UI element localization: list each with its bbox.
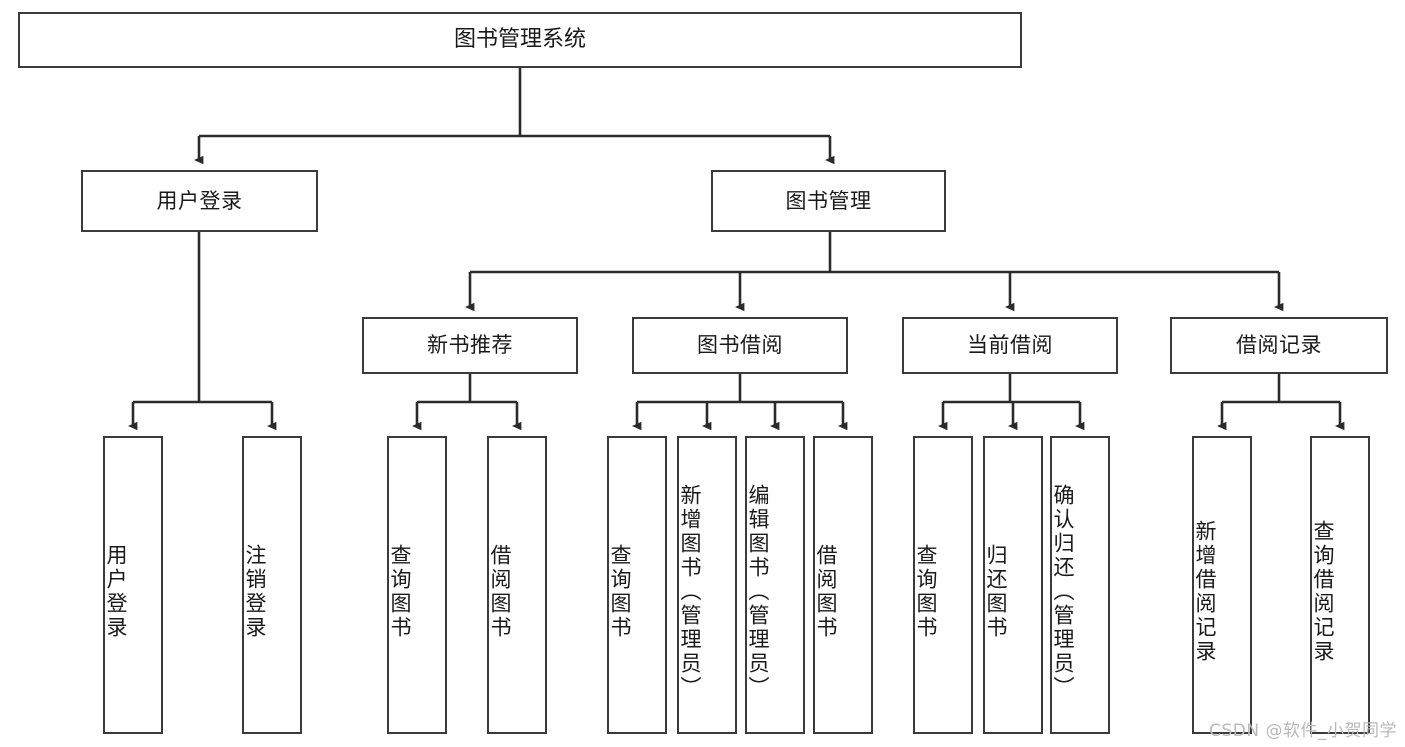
leaf-book-borrow-borrow[interactable]: 借阅图书 [813, 436, 873, 734]
node-borrow-record[interactable]: 借阅记录 [1170, 317, 1388, 374]
node-label: 查询图书 [388, 544, 412, 640]
node-label: 新书推荐 [427, 333, 513, 358]
leaf-current-borrow-query[interactable]: 查询图书 [913, 436, 973, 734]
node-book-management[interactable]: 图书管理 [711, 170, 946, 232]
node-label: 新增图书（管理员） [678, 484, 702, 700]
node-label: 归还图书 [984, 544, 1008, 640]
node-label: 图书管理 [785, 188, 872, 213]
node-label: 借阅图书 [814, 544, 838, 640]
leaf-current-borrow-confirm-return[interactable]: 确认归还（管理员） [1050, 436, 1110, 734]
node-label: 编辑图书（管理员） [746, 484, 770, 700]
leaf-book-borrow-edit[interactable]: 编辑图书（管理员） [745, 436, 805, 734]
leaf-user-login-logout[interactable]: 注销登录 [242, 436, 302, 734]
node-label: 查询图书 [914, 544, 938, 640]
leaf-new-book-borrow[interactable]: 借阅图书 [487, 436, 547, 734]
node-label: 图书管理系统 [453, 27, 586, 53]
node-label: 借阅图书 [488, 544, 512, 640]
leaf-current-borrow-return[interactable]: 归还图书 [983, 436, 1043, 734]
leaf-new-book-query[interactable]: 查询图书 [387, 436, 447, 734]
node-label: 查询借阅记录 [1311, 520, 1335, 664]
node-label: 确认归还（管理员） [1051, 484, 1075, 700]
node-user-login[interactable]: 用户登录 [81, 170, 318, 232]
node-label: 用户登录 [156, 188, 243, 213]
node-new-book-recommend[interactable]: 新书推荐 [362, 317, 578, 374]
leaf-user-login-login[interactable]: 用户登录 [103, 436, 163, 734]
node-label: 新增借阅记录 [1193, 520, 1217, 664]
node-label: 当前借阅 [967, 333, 1053, 358]
node-root-system[interactable]: 图书管理系统 [18, 12, 1022, 68]
node-current-borrow[interactable]: 当前借阅 [902, 317, 1118, 374]
node-label: 用户登录 [104, 544, 128, 640]
node-book-borrow[interactable]: 图书借阅 [632, 317, 848, 374]
node-label: 图书借阅 [697, 333, 783, 358]
leaf-borrow-record-query[interactable]: 查询借阅记录 [1310, 436, 1370, 734]
node-label: 借阅记录 [1236, 333, 1322, 358]
watermark-text: CSDN @软件_小贺同学 [1209, 721, 1397, 741]
leaf-book-borrow-query[interactable]: 查询图书 [607, 436, 667, 734]
node-label: 注销登录 [243, 544, 267, 640]
node-label: 查询图书 [608, 544, 632, 640]
leaf-borrow-record-add[interactable]: 新增借阅记录 [1192, 436, 1252, 734]
leaf-book-borrow-add[interactable]: 新增图书（管理员） [677, 436, 737, 734]
